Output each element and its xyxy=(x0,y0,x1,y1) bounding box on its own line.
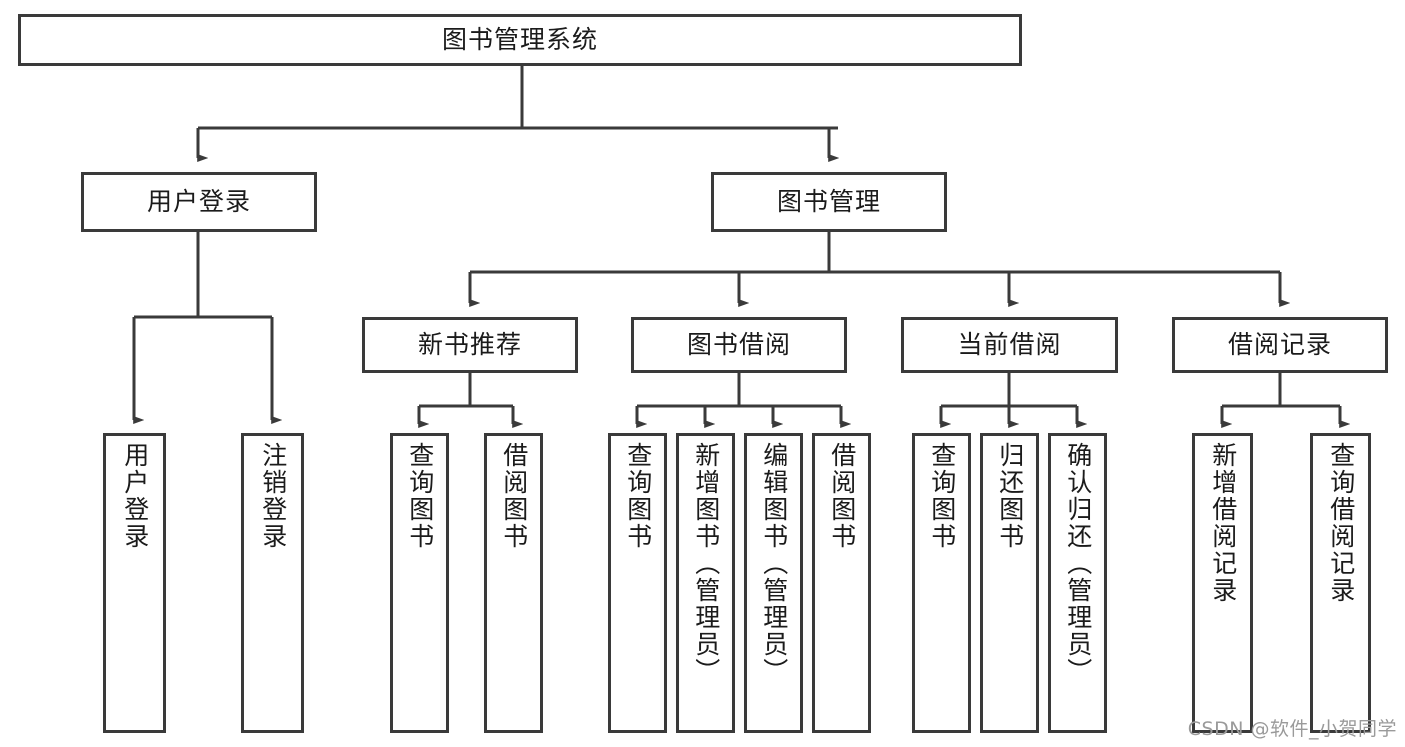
node-leaf-borrowrecord-add-record[interactable]: 新增借阅记录 xyxy=(1192,433,1253,733)
node-leaf-currentborrow-confirm-return-admin[interactable]: 确认归还（管理员） xyxy=(1048,433,1107,733)
node-leaf-label: 用户登录 xyxy=(120,442,150,550)
node-leaf-label: 归还图书 xyxy=(995,442,1025,550)
node-leaf-bookborrow-add-book-admin[interactable]: 新增图书（管理员） xyxy=(676,433,735,733)
node-leaf-bookborrow-edit-book-admin[interactable]: 编辑图书（管理员） xyxy=(744,433,803,733)
node-borrow-record-label: 借阅记录 xyxy=(1227,330,1332,360)
node-book-management[interactable]: 图书管理 xyxy=(711,172,947,232)
node-leaf-borrowrecord-query-record[interactable]: 查询借阅记录 xyxy=(1310,433,1371,733)
node-book-borrow-label: 图书借阅 xyxy=(686,330,791,360)
node-leaf-bookborrow-borrow-book[interactable]: 借阅图书 xyxy=(812,433,871,733)
node-user-login[interactable]: 用户登录 xyxy=(81,172,317,232)
node-leaf-label: 编辑图书（管理员） xyxy=(759,442,789,685)
node-leaf-user-login-signin[interactable]: 用户登录 xyxy=(103,433,166,733)
node-leaf-label: 借阅图书 xyxy=(499,442,529,550)
node-leaf-label: 借阅图书 xyxy=(827,442,857,550)
node-book-borrow[interactable]: 图书借阅 xyxy=(631,317,847,373)
node-current-borrow[interactable]: 当前借阅 xyxy=(901,317,1118,373)
node-current-borrow-label: 当前借阅 xyxy=(957,330,1062,360)
node-leaf-newbook-borrow-book[interactable]: 借阅图书 xyxy=(484,433,543,733)
node-leaf-currentborrow-return-book[interactable]: 归还图书 xyxy=(980,433,1039,733)
node-leaf-currentborrow-query-book[interactable]: 查询图书 xyxy=(912,433,971,733)
node-leaf-user-login-signout[interactable]: 注销登录 xyxy=(241,433,304,733)
node-leaf-label: 注销登录 xyxy=(258,442,288,550)
node-leaf-label: 查询图书 xyxy=(405,442,435,550)
node-borrow-record[interactable]: 借阅记录 xyxy=(1172,317,1388,373)
node-leaf-label: 查询图书 xyxy=(623,442,653,550)
node-root-library-system[interactable]: 图书管理系统 xyxy=(18,14,1022,66)
node-leaf-label: 确认归还（管理员） xyxy=(1063,442,1093,685)
node-book-management-label: 图书管理 xyxy=(776,187,881,217)
node-user-login-label: 用户登录 xyxy=(146,187,251,217)
node-leaf-label: 新增借阅记录 xyxy=(1208,442,1238,604)
node-new-book-recommend[interactable]: 新书推荐 xyxy=(362,317,578,373)
watermark-text: CSDN @软件_小贺同学 xyxy=(1187,718,1397,740)
node-new-book-recommend-label: 新书推荐 xyxy=(417,330,522,360)
node-leaf-label: 新增图书（管理员） xyxy=(691,442,721,685)
node-root-label: 图书管理系统 xyxy=(441,25,598,55)
node-leaf-label: 查询借阅记录 xyxy=(1326,442,1356,604)
node-leaf-newbook-query-book[interactable]: 查询图书 xyxy=(390,433,449,733)
node-leaf-label: 查询图书 xyxy=(927,442,957,550)
node-leaf-bookborrow-query-book[interactable]: 查询图书 xyxy=(608,433,667,733)
